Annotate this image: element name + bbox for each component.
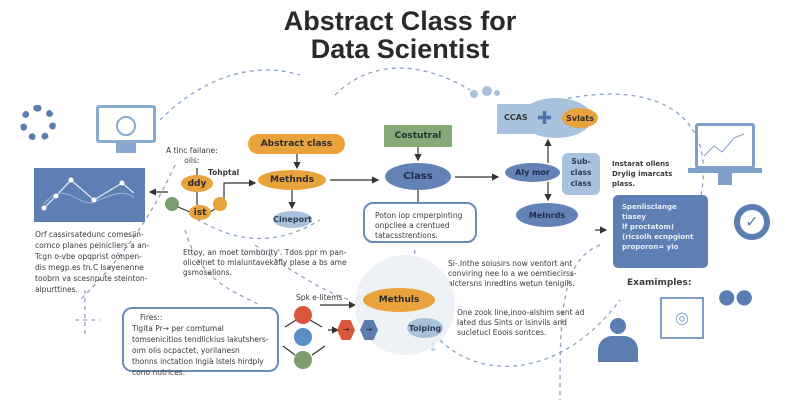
text-line: onpcliee a crentued [375,221,450,230]
text-line: lf proctatom) [622,223,675,231]
node-melnrds: Melnrds [516,203,578,227]
node-cineport: Cineport [273,211,312,228]
text-line: (ricsolh ecnpgiont [622,233,694,241]
node-methods: Methnds [258,170,326,190]
person-icon [598,318,638,362]
node-red-circle [294,306,312,324]
text-line: alpurttines. [35,285,78,294]
label-tinc-failane: A tinc failane: oils: [166,146,218,165]
text-line: Si-.Inthe soiusirs now ventort ant [448,259,573,268]
monitor-stand-icon [718,173,732,185]
node-aly-mor: Aly mor [505,163,560,182]
node-ist: ist [189,205,211,220]
title-line-1: Abstract Class for [283,6,517,36]
monitor-base-icon [688,168,762,173]
text-line: Poton iop cmperpinting [375,211,463,220]
node-svlats: Svlats [562,108,598,128]
node-green [165,197,179,211]
text-line: dis megp.es tn.C lsayenenne [35,263,144,272]
dotted-arrows-icon: ⇣ [428,340,439,354]
node-tolping: Tolping [407,318,443,338]
hexagon-blue-arrow-icon: → [360,320,378,340]
text-line: Ettoy, an moet tomburity'. Tdos ppr m pa… [183,248,347,257]
text-line: oım olis ocpactet, yorilanesn [132,346,240,355]
people-icon: ●● [718,284,753,308]
document-icon: ◎ [660,297,704,339]
center-note: Ettoy, an moet tomburity'. Tdos ppr m pa… [183,248,347,278]
text-line: Orf cassirsatedunc comesiin- [35,230,144,239]
text-line: proporon= yio [622,243,679,251]
label-spk-items: Spk e-litems [296,293,343,302]
right-bluebox: Spenlisclange tiasey lf proctatom) (ricsolh… [613,195,708,268]
text-line: Tigita Pr→ per comtumal [132,324,224,333]
hexagon-red-arrow-icon: → [337,320,355,340]
node-subclass: Sub- class class [562,153,600,195]
node-blue-circle [294,328,312,346]
text-line: tomsenicitios tendlickius lakutshers- [132,335,269,344]
text-line: lated dus Sints or isinvils and [457,318,567,327]
text-line: gsmosalions. [183,268,232,277]
text-line: plass. [612,180,636,188]
text-line: tatacsstrentions. [375,231,438,240]
fires-title: Fires:: [140,313,163,322]
left-description: Orf cassirsatedunc comesiin-cornco plane… [35,229,149,295]
examples-label: Examimples: [627,278,692,288]
text-line: Spenlisclange [622,203,677,211]
label-tohptal: Tohptal [208,168,240,177]
check-gear-icon: ✓ [734,204,770,240]
text-line: conviring nee lo a we oemtiecirss- [448,269,577,278]
text-line: cornco planes pelnicliers a an- [35,241,150,250]
text-line: cono nutrices. [132,368,186,377]
node-methuls: Methuls [363,288,435,312]
text-line: thonns inctation lngià lstels hirdply [132,357,264,366]
node-ddy: ddy [181,175,213,192]
text-line: Instarat ollens [612,160,670,168]
molecule-icon [470,84,500,102]
node-green-circle [294,351,312,369]
puzzle-icon: ✚ [537,108,553,129]
node-costutral: Costutral [384,125,452,147]
title-line-2: Data Scientist [310,34,490,64]
text-line: tiasey [622,213,646,221]
node-orange [213,197,227,211]
line-chart-panel [34,168,145,222]
text-line: Drylig imarcats [612,170,673,178]
text-line: toobrn va scesnpute steinton- [35,274,148,283]
text-line: Tcgn o-vbe opqprist oónpen- [35,252,142,261]
monitor-icon [96,105,156,143]
analytics-monitor-icon [695,123,755,169]
node-class: Class [385,163,451,190]
text-line: One zook line,inoo-alshim sent ad [457,308,585,317]
monitor-stand-icon [116,143,136,153]
text-line: olicelnet to mlaluntavekafly plase a bs … [183,258,347,267]
gear-icon [20,105,56,141]
text-line: sucletucl Eoois sontces. [457,328,547,337]
text-line: alctersns inredtins wetun tenigils. [448,279,575,288]
node-abstract-class: Abstract class [248,134,345,154]
label-ccas: CCAS [504,113,528,122]
